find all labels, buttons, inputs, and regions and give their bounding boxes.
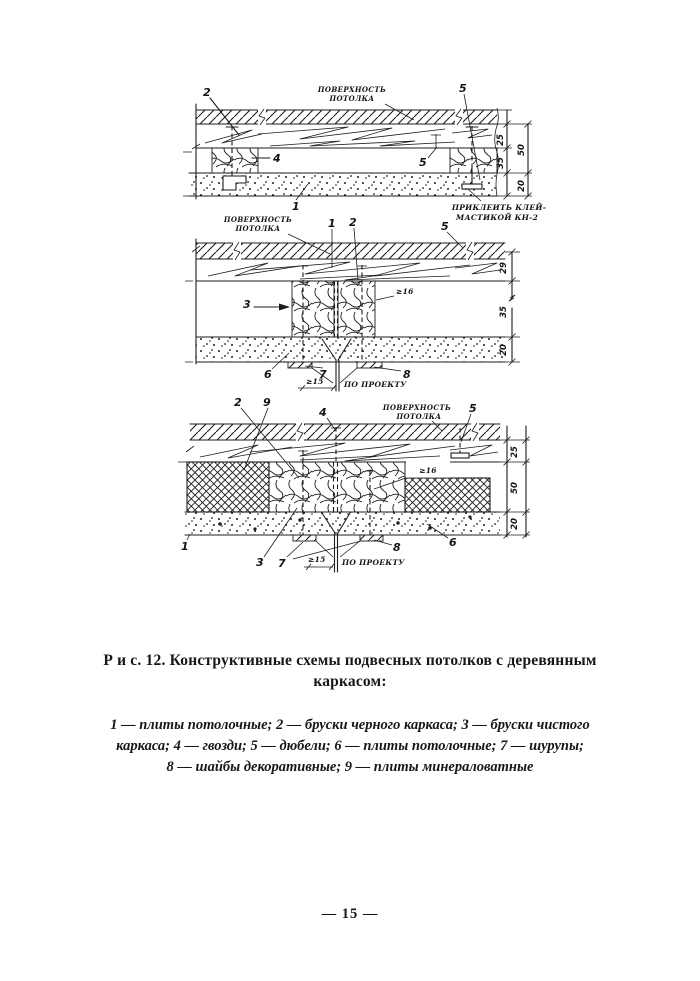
fig2-dim-29: 29 — [499, 262, 509, 274]
fig2-callout-5: 5 — [441, 220, 449, 233]
fig1-dim-50: 50 — [517, 144, 527, 156]
fig2-callout-6: 6 — [264, 368, 272, 381]
fig3-surface-label-2: ПОТОЛКА — [395, 412, 441, 421]
figure-legend-line2: каркаса; 4 — гвозди; 5 — дюбели; 6 — пли… — [116, 738, 584, 754]
fig1-callout-2: 2 — [203, 86, 211, 99]
fig3-callout-9: 9 — [263, 396, 271, 409]
fig1-callout-4: 4 — [272, 152, 281, 165]
figure-caption: Р и с. 12. Конструктивные схемы подвесны… — [50, 650, 650, 692]
fig3-dim-20: 20 — [510, 518, 520, 530]
figure-caption-line2: каркасом: — [313, 673, 387, 690]
fig1-dim-20: 20 — [517, 180, 527, 192]
fig2-dim-20: 20 — [499, 344, 509, 356]
figure-legend-line1: 1 — плиты потолочные; 2 — бруски черного… — [110, 717, 590, 733]
fig2-surface-label-2: ПОТОЛКА — [234, 224, 280, 233]
fig2-callout-1: 1 — [328, 217, 336, 230]
fig1-callout-5-top: 5 — [459, 82, 467, 95]
fig3-surface-label-1: ПОВЕРХНОСТЬ — [382, 403, 451, 412]
fig1-callout-5-inner: 5 — [419, 156, 427, 169]
fig3-callout-6: 6 — [449, 536, 457, 549]
fig3-callout-5: 5 — [469, 402, 477, 415]
fig2-po-proektu-label: ПО ПРОЕКТУ — [343, 380, 407, 389]
fig1-surface-label-1: ПОВЕРХНОСТЬ — [317, 85, 386, 94]
fig2-callout-3: 3 — [243, 298, 251, 311]
fig3-callout-8: 8 — [393, 541, 401, 554]
fig3-min16-label: ≥16 — [419, 466, 437, 475]
fig3-dim-50: 50 — [510, 482, 520, 494]
fig2-dim-35: 35 — [499, 306, 509, 318]
fig3-po-proektu-label: ПО ПРОЕКТУ — [341, 558, 405, 567]
fig3-callout-4: 4 — [318, 406, 327, 419]
figure-legend-line3: 8 — шайбы декоративные; 9 — плиты минера… — [166, 759, 534, 775]
fig2-callout-2: 2 — [349, 216, 357, 229]
figure-legend: 1 — плиты потолочные; 2 — бруски черного… — [50, 715, 650, 778]
fig2-min16-label: ≥16 — [396, 287, 414, 296]
fig2-drawing: 3 ≥16 1 2 5 ПОВЕРХНОСТЬ ПОТОЛКА 6 7 8 ≥1… — [185, 215, 520, 392]
fig1-surface-label-2: ПОТОЛКА — [328, 94, 374, 103]
figure-12-drawings: 25 35 50 20 2 ПОВЕРХНОСТЬ ПОТОЛКА 5 4 5 … — [178, 82, 546, 573]
fig2-callout-7: 7 — [319, 368, 327, 381]
fig1-dim-35: 35 — [496, 157, 506, 169]
page-number: — 15 — — [321, 906, 379, 922]
fig3-callout-1: 1 — [181, 540, 189, 553]
fig2-min15-label: ≥15 — [306, 377, 324, 386]
fig1-drawing: 25 35 50 20 2 ПОВЕРХНОСТЬ ПОТОЛКА 5 4 5 … — [183, 82, 546, 222]
fig2-callout-8: 8 — [403, 368, 411, 381]
fig3-min15-label: ≥15 — [308, 555, 326, 564]
fig1-glue-note-1: ПРИКЛЕИТЬ КЛЕЙ- — [451, 202, 546, 212]
fig3-dim-25: 25 — [510, 446, 520, 458]
fig3-callout-7: 7 — [278, 557, 286, 570]
fig1-callout-1: 1 — [292, 200, 300, 213]
fig1-glue-note-2: МАСТИКОЙ КН-2 — [455, 212, 538, 222]
fig3-callout-3: 3 — [256, 556, 264, 569]
figure-caption-line1: Р и с. 12. Конструктивные схемы подвесны… — [103, 652, 597, 669]
fig3-drawing: ≥16 2 9 4 ПОВЕРХНОСТЬ ПОТОЛКА 5 1 3 7 ≥1… — [178, 396, 530, 573]
fig3-callout-2: 2 — [234, 396, 242, 409]
fig1-dim-25: 25 — [496, 134, 506, 146]
fig2-surface-label-1: ПОВЕРХНОСТЬ — [223, 215, 292, 224]
